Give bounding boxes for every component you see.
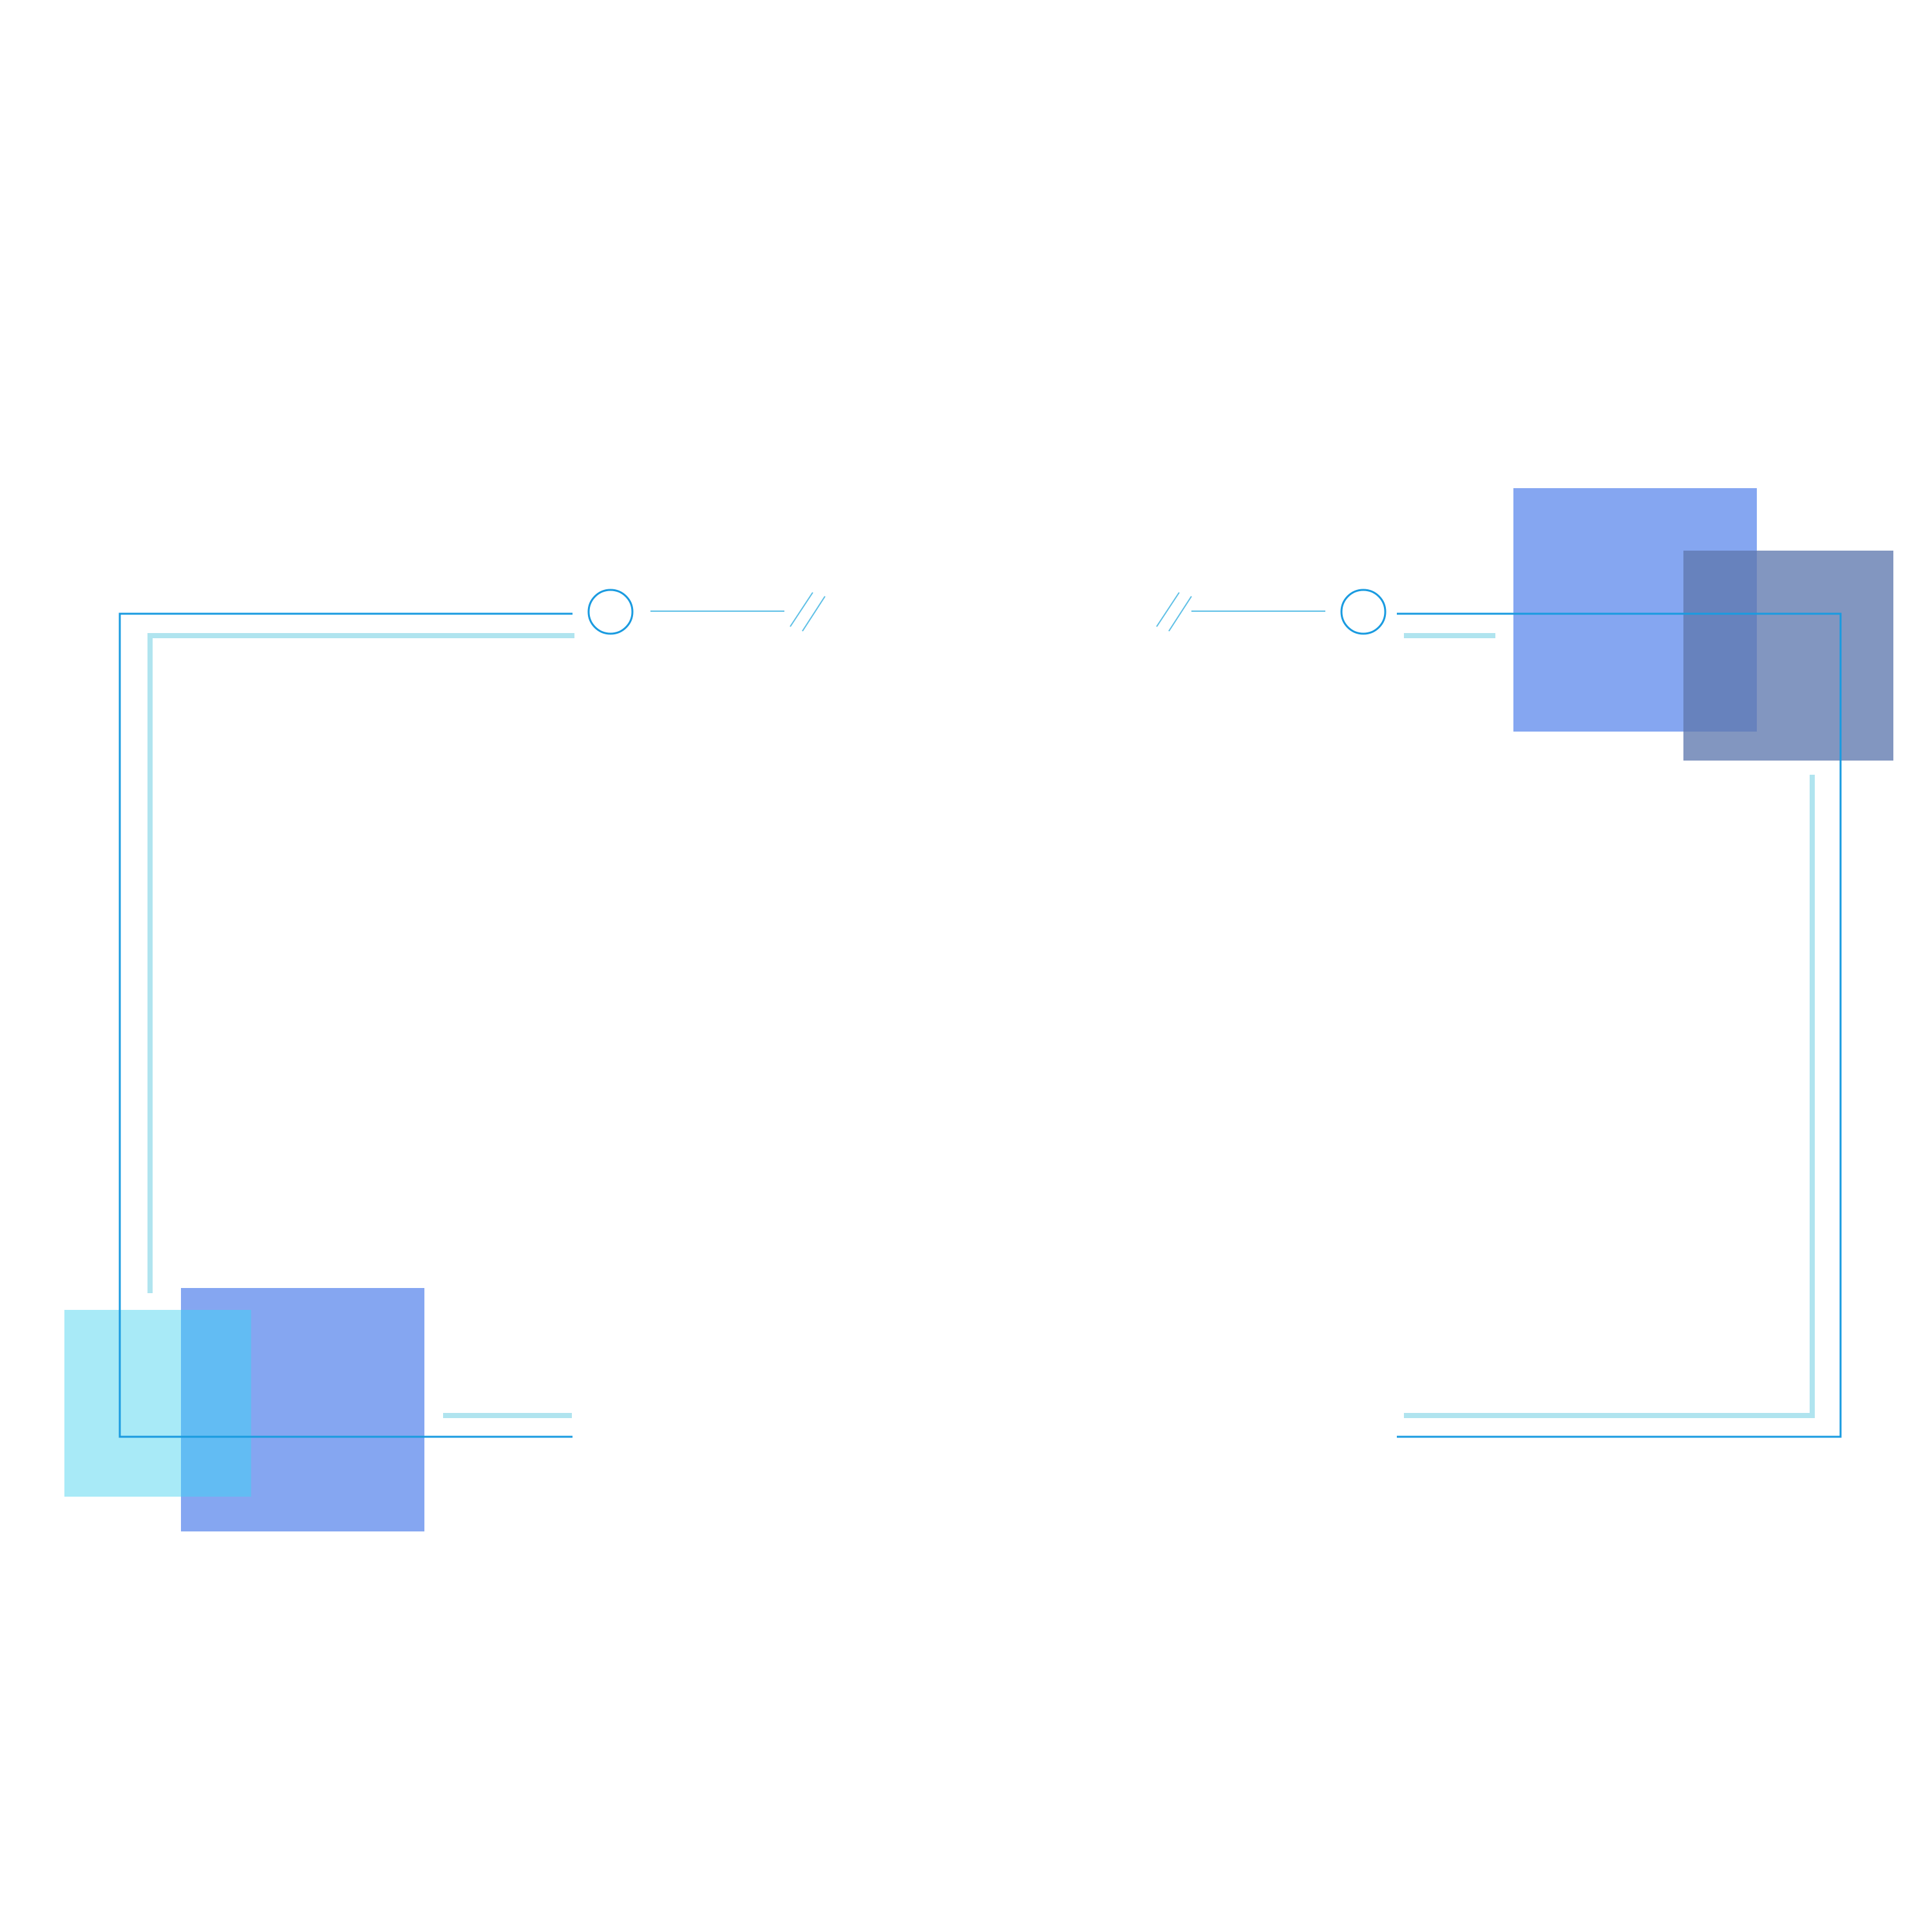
top-right-slate-square [1683, 551, 1893, 761]
outer-frame-left [118, 612, 573, 1438]
inner-frame-line [147, 633, 1815, 1418]
circle-icon [587, 589, 634, 635]
outer-frame-right [1397, 612, 1842, 1438]
top-accents [587, 589, 1387, 635]
bottom-left-overlap [181, 1310, 251, 1497]
double-slash-icon [790, 592, 826, 632]
bottom-left-squares [64, 1288, 424, 1531]
inner-frame-right-corner [1404, 775, 1815, 1418]
outer-frame-line [118, 612, 1842, 1438]
inner-frame-left-corner [147, 633, 574, 1293]
top-right-squares [1513, 488, 1893, 761]
double-slash-icon [1156, 592, 1192, 632]
circle-icon [1340, 589, 1387, 635]
